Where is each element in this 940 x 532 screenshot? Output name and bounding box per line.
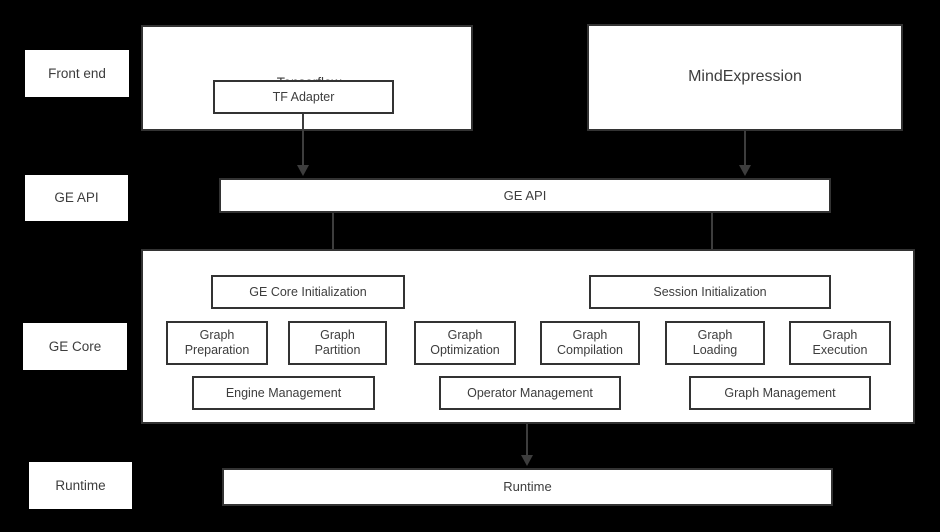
unit-line-2: Optimization: [430, 343, 500, 357]
ge-core-initialization-box[interactable]: GE Core Initialization: [211, 275, 405, 309]
connector-mindexpression-to-ge-api-head: [739, 165, 751, 176]
unit-graph-partition[interactable]: Graph Partition: [288, 321, 387, 365]
connector-ge-api-to-ge-core-init-line: [332, 213, 334, 264]
session-initialization-box[interactable]: Session Initialization: [589, 275, 831, 309]
lane-label-runtime: Runtime: [29, 462, 132, 509]
engine-management-box[interactable]: Engine Management: [192, 376, 375, 410]
unit-line-2: Compilation: [556, 343, 623, 357]
connector-mindexpression-to-ge-api-line: [744, 131, 746, 167]
unit-line-2: Preparation: [184, 343, 250, 357]
unit-line-2: Execution: [812, 343, 868, 357]
tensorflow-container: Tensorflow: [141, 25, 473, 131]
unit-line-1: Graph: [697, 328, 733, 343]
unit-line-1: Graph: [447, 328, 483, 343]
unit-graph-loading[interactable]: Graph Loading: [665, 321, 765, 365]
mindexpression-box[interactable]: MindExpression: [587, 24, 903, 131]
unit-line-2: Loading: [692, 343, 738, 357]
unit-line-1: Graph: [572, 328, 608, 343]
tf-adapter-box[interactable]: TF Adapter: [213, 80, 394, 114]
unit-graph-execution[interactable]: Graph Execution: [789, 321, 891, 365]
graph-management-box[interactable]: Graph Management: [689, 376, 871, 410]
connector-ge-api-to-session-init-line: [711, 213, 713, 264]
unit-line-1: Graph: [199, 328, 235, 343]
connector-tf-adapter-to-ge-api-head: [297, 165, 309, 176]
connector-ge-core-to-runtime-line: [526, 424, 528, 457]
lane-label-front-end: Front end: [25, 50, 129, 97]
unit-graph-optimization[interactable]: Graph Optimization: [414, 321, 516, 365]
unit-line-2: Partition: [314, 343, 361, 357]
connector-ge-core-to-runtime-head: [521, 455, 533, 466]
ge-api-bar[interactable]: GE API: [219, 178, 831, 213]
lane-label-ge-core: GE Core: [23, 323, 127, 370]
runtime-bar[interactable]: Runtime: [222, 468, 833, 506]
unit-line-1: Graph: [822, 328, 858, 343]
unit-line-1: Graph: [320, 328, 355, 343]
operator-management-box[interactable]: Operator Management: [439, 376, 621, 410]
lane-label-ge-api: GE API: [25, 175, 128, 221]
unit-graph-preparation[interactable]: Graph Preparation: [166, 321, 268, 365]
unit-graph-compilation[interactable]: Graph Compilation: [540, 321, 640, 365]
connector-tf-adapter-to-ge-api-line: [302, 114, 304, 167]
